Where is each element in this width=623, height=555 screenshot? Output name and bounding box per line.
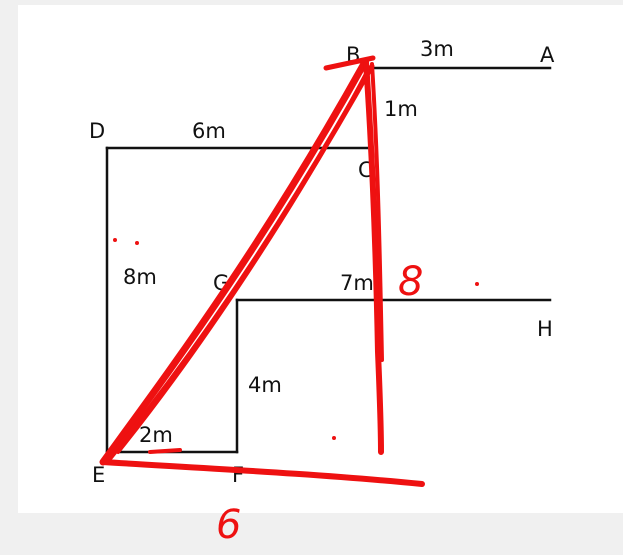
- red-dot-1: [113, 238, 117, 242]
- red-hypotenuse-stroke-3: [116, 68, 370, 454]
- point-label-h: H: [537, 317, 553, 341]
- figure-panel: [18, 5, 623, 513]
- length-label-bc: 1m: [384, 97, 418, 121]
- length-label-gh: 7m: [340, 271, 374, 295]
- point-label-e: E: [92, 463, 105, 487]
- handwritten-side-6: 6: [216, 502, 241, 548]
- length-label-ba: 3m: [420, 37, 454, 61]
- red-vertical-side-stroke: [363, 59, 384, 455]
- red-triangle-annotation: [99, 55, 479, 487]
- red-dot-2: [135, 241, 139, 245]
- red-small-tick: [148, 448, 182, 454]
- red-vertical-side-stroke-2: [370, 62, 384, 362]
- length-label-de: 8m: [123, 265, 157, 289]
- length-label-gf: 4m: [248, 373, 282, 397]
- length-label-dc: 6m: [192, 119, 226, 143]
- red-dot-4: [332, 436, 336, 440]
- handwritten-side-8: 8: [398, 259, 423, 305]
- point-label-f: F: [232, 463, 244, 487]
- red-hypotenuse-stroke-1: [99, 58, 369, 466]
- red-top-tick: [323, 55, 376, 71]
- length-label-ef: 2m: [139, 423, 173, 447]
- red-dot-3: [475, 282, 479, 286]
- point-label-a: A: [540, 43, 555, 67]
- black-figure-lines: [105, 66, 552, 454]
- red-base-stroke: [100, 459, 425, 487]
- point-label-d: D: [89, 119, 105, 143]
